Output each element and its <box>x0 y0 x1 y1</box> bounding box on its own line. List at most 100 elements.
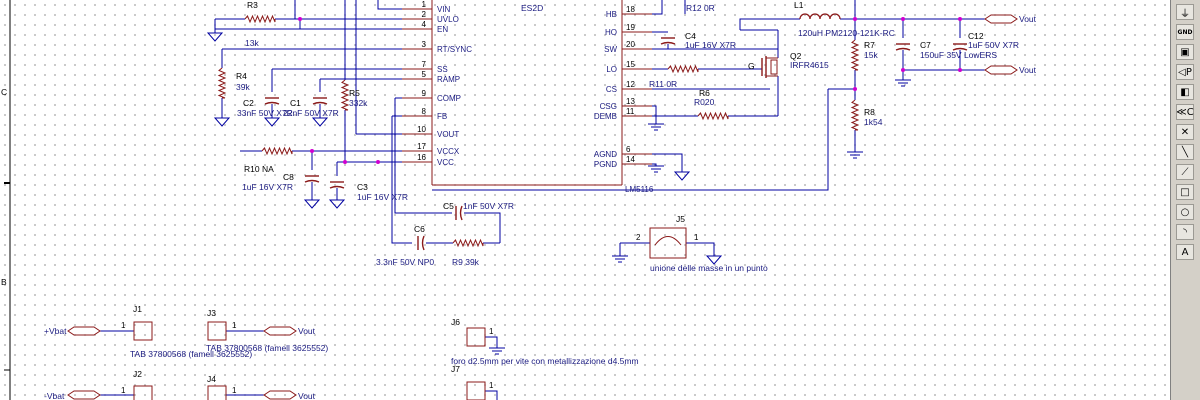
ic-right-pin-name: DEMB <box>594 112 617 121</box>
line-tool[interactable]: ╲ <box>1176 144 1194 160</box>
ic-left-pin-name: EN <box>437 25 448 34</box>
j2-pin: 1 <box>121 386 126 395</box>
j5-note: unione delle masse in un punto <box>650 263 768 273</box>
ic-right-pin-name: PGND <box>594 160 617 169</box>
junction-dot <box>958 17 962 21</box>
resistor-r5 <box>340 79 350 111</box>
hierarchical-port-tool[interactable]: ◧ <box>1176 84 1194 100</box>
connector-j7 <box>466 381 486 400</box>
ground-symbol <box>311 117 329 127</box>
wire <box>485 336 498 348</box>
l1-value: 120uH PM2120-121K-RC <box>798 28 895 38</box>
wire <box>739 18 800 30</box>
l1-ref: L1 <box>794 0 804 10</box>
r4-value: 39k <box>236 82 250 92</box>
r5-ref: R5 <box>349 88 360 98</box>
ground-symbol <box>213 117 231 127</box>
connector-j3 <box>207 321 227 341</box>
j6-ref: J6 <box>451 317 460 327</box>
ic-right-pin-name: CSG <box>600 102 617 111</box>
ic-right-pin-number: 11 <box>626 107 635 116</box>
arc-tool[interactable]: ◝ <box>1176 224 1194 240</box>
junction-dot <box>298 17 302 21</box>
r4-ref: R4 <box>236 71 247 81</box>
port-vbat-neg <box>67 390 101 400</box>
c4-ref: C4 <box>685 31 696 41</box>
j1-pin: 1 <box>121 321 126 330</box>
ground-symbol <box>303 199 321 209</box>
border-zone-mark: C <box>1 87 7 97</box>
ic-left-pin-name: COMP <box>437 94 461 103</box>
j1-ref: J1 <box>133 304 142 314</box>
junction-dot <box>901 68 905 72</box>
c1-ref: C1 <box>290 98 301 108</box>
net-tool[interactable]: ▣ <box>1176 44 1194 60</box>
port-j3-vout <box>263 326 297 336</box>
wire <box>686 242 715 256</box>
r8-value: 1k54 <box>864 117 883 127</box>
ic-left-pin-number: 4 <box>422 20 427 29</box>
c1-value: 22nF 50V X7R <box>283 108 339 118</box>
j4-ref: J4 <box>207 374 216 384</box>
capacitor-c12 <box>952 43 968 51</box>
ground-symbol <box>206 32 224 42</box>
ic-right-pin-name: CS <box>606 85 617 94</box>
junction-dot <box>310 149 314 153</box>
wire <box>377 0 402 10</box>
ic-left-pin-name: RT/SYNC <box>437 45 472 54</box>
ic-right-pin-number: 6 <box>626 145 631 154</box>
r6-value: R020 <box>694 97 715 107</box>
r11-label: R11 0R <box>649 79 677 89</box>
ellipse-tool[interactable]: ○ <box>1176 204 1194 220</box>
r3-value: 13k <box>245 38 259 48</box>
inductor-l1 <box>799 13 841 20</box>
j4-pin: 1 <box>232 386 237 395</box>
ic-left-pin-name: VIN <box>437 5 451 14</box>
resistor-r7 <box>850 39 860 71</box>
j2-ref: J2 <box>133 369 142 379</box>
c12-ref: C12 <box>968 31 984 41</box>
ic-right-pin-name: HO <box>605 28 617 37</box>
power-tool[interactable]: ⏚ <box>1176 4 1194 20</box>
j3-vout-label: Vout <box>298 326 316 336</box>
schematic-drawing[interactable]: LM51161VIN2UVLO4EN3RT/SYNC7SS5RAMP9COMP8… <box>0 0 1168 400</box>
ic-left-pin-number: 8 <box>422 107 427 116</box>
power-ground-symbol <box>648 123 664 131</box>
ic-left-pin-number: 5 <box>422 70 427 79</box>
j1-note: TAB 37800568 (famell 3625552) <box>130 349 252 359</box>
ic-left-pin-name: SS <box>437 65 448 74</box>
q2-gate-label: G <box>748 61 755 71</box>
wire <box>652 163 657 166</box>
connector-j6 <box>466 327 486 347</box>
port-vout-1 <box>984 14 1018 24</box>
c12-value: 1uF 50V X7R <box>968 40 1019 50</box>
junction-dot <box>901 17 905 21</box>
ic-left-pin-number: 1 <box>422 0 427 9</box>
ic-right-pin-name: SW <box>604 45 617 54</box>
junction-tool[interactable]: ✕ <box>1176 124 1194 140</box>
ic-right-pin-name: AGND <box>594 150 617 159</box>
r10-label: R10 NA <box>244 164 274 174</box>
power-ground-symbol <box>489 347 505 355</box>
ic-right-pin-number: 18 <box>626 5 635 14</box>
power-ground-symbol <box>648 165 664 173</box>
no-connect-tool[interactable]: ≪C <box>1176 104 1194 120</box>
gnd-tool[interactable]: GND <box>1176 24 1194 40</box>
vout-1-label: Vout <box>1019 14 1037 24</box>
ground-symbol <box>673 171 691 181</box>
ic-right-pin-name: HB <box>606 10 617 19</box>
c3-value: 1uF 16V X7R <box>357 192 408 202</box>
power-ground-symbol <box>612 255 628 263</box>
off-page-connector-tool[interactable]: ◁P <box>1176 64 1194 80</box>
text-tool[interactable]: A <box>1176 244 1194 260</box>
junction-dot <box>853 87 857 91</box>
j5-pin-left: 2 <box>636 233 641 242</box>
r12-label: R12 0R <box>686 3 715 13</box>
port-j4-vout <box>263 390 297 400</box>
c5-ref: C5 <box>443 201 454 211</box>
ground-symbol <box>263 117 281 127</box>
ic-left-pin-number: 3 <box>422 40 427 49</box>
polyline-tool[interactable]: ⟋ <box>1176 164 1194 180</box>
rectangle-tool[interactable]: □ <box>1176 184 1194 200</box>
